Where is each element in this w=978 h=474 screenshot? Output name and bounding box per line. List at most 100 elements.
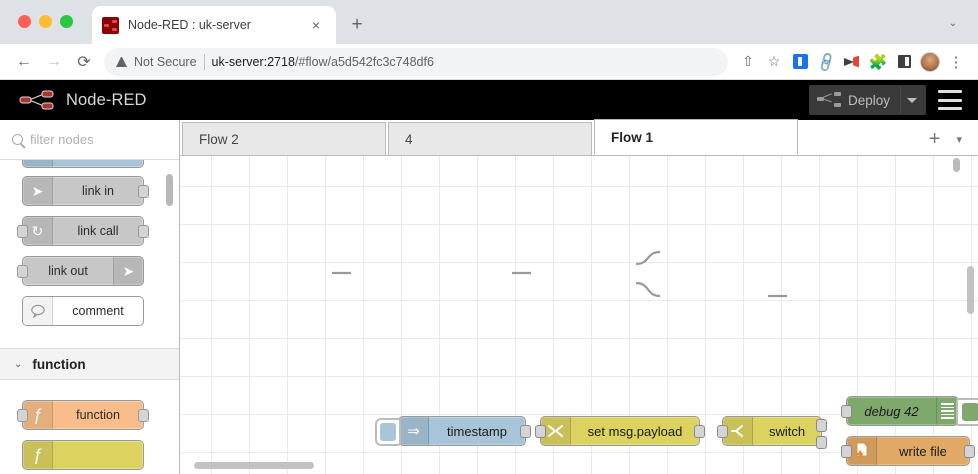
change-icon (541, 417, 571, 445)
input-port[interactable] (841, 445, 852, 458)
switch-icon: ƒ (23, 441, 53, 469)
browser-tab[interactable]: Node-RED : uk-server × (92, 6, 336, 44)
node-red-logo-icon (18, 89, 58, 111)
maximize-window-button[interactable] (60, 15, 73, 28)
not-secure-warning-icon (116, 56, 127, 67)
workspace: filter nodes ➤ link in ↻ link call (0, 119, 978, 474)
function-icon: ƒ (23, 401, 53, 429)
switch-icon (723, 417, 753, 445)
input-port[interactable] (841, 405, 852, 418)
palette-node-link-out[interactable]: ➤ link out (17, 256, 144, 286)
output-port[interactable] (964, 445, 975, 458)
share-icon[interactable]: ⇧ (742, 53, 754, 69)
input-port[interactable] (17, 225, 28, 238)
canvas-horizontal-scrollbar[interactable] (194, 462, 314, 469)
browser-menu-icon[interactable]: ⋮ (948, 53, 964, 71)
input-port[interactable] (17, 409, 28, 422)
output-port[interactable] (138, 409, 149, 422)
puzzle-icon[interactable]: 🧩 (868, 53, 888, 71)
input-port[interactable] (535, 425, 546, 438)
flow-node-set-msg-payload[interactable]: set msg.payload (535, 416, 705, 446)
output-port[interactable] (138, 225, 149, 238)
palette-filter-row[interactable]: filter nodes (0, 120, 179, 160)
flow-node-switch[interactable]: switch (717, 416, 827, 449)
output-port[interactable] (520, 425, 531, 438)
deploy-button[interactable]: Deploy (808, 85, 926, 115)
palette-category-label: function (32, 356, 86, 372)
palette-node-label: link out (48, 264, 88, 278)
debug-toggle-button[interactable] (956, 398, 978, 426)
flow-node-label: set msg.payload (587, 423, 683, 439)
new-tab-button[interactable]: + (351, 14, 363, 35)
deploy-dropdown-button[interactable] (900, 86, 922, 114)
flow-node-timestamp[interactable]: ⇒ timestamp (375, 416, 531, 446)
bookmark-icon[interactable]: ☆ (767, 53, 781, 69)
flow-canvas[interactable]: ⇒ timestamp set msg.payload switch (180, 156, 978, 474)
inject-icon: ⇒ (399, 417, 429, 445)
shield-icon[interactable] (788, 50, 812, 74)
main-menu-button[interactable] (938, 90, 962, 110)
output-port[interactable] (694, 425, 705, 438)
flow-tab-flow-1[interactable]: Flow 1 (594, 119, 798, 155)
node-red-favicon-icon (102, 16, 119, 34)
node-palette: filter nodes ➤ link in ↻ link call (0, 120, 180, 474)
search-icon (12, 134, 23, 145)
minimize-window-button[interactable] (39, 15, 52, 28)
reload-button[interactable]: ⟳ (77, 53, 91, 71)
node-red-header: Node-RED Deploy (0, 80, 978, 120)
output-port[interactable] (138, 185, 149, 198)
browser-toolbar: ← → ⟳ Not Secure uk-server:2718/#flow/a5… (0, 44, 978, 80)
square-icon[interactable] (892, 50, 916, 74)
palette-node-comment[interactable]: comment (22, 296, 144, 326)
output-port-1[interactable] (816, 419, 827, 432)
node-icon (23, 160, 53, 167)
close-icon[interactable]: × (311, 17, 321, 33)
flow-node-write-file[interactable]: write file (841, 436, 975, 466)
url-host: uk-server:2718 (211, 54, 295, 69)
flow-node-label: write file (899, 443, 947, 459)
flow-tab-4[interactable]: 4 (388, 122, 592, 155)
node-red-brand-label: Node-RED (66, 90, 147, 109)
input-port[interactable] (17, 265, 28, 278)
output-port-2[interactable] (816, 436, 827, 449)
flow-node-label: debug 42 (864, 403, 919, 419)
back-button[interactable]: ← (16, 52, 32, 70)
chevron-down-icon[interactable]: ⌄ (948, 17, 958, 29)
palette-node-clipped-switch[interactable]: ƒ (22, 440, 144, 470)
browser-tab-title: Node-RED : uk-server (128, 18, 251, 32)
palette-node-label: link call (77, 224, 119, 238)
add-flow-button[interactable]: + (928, 128, 941, 150)
canvas-vertical-scrollbar[interactable] (967, 266, 974, 314)
palette-node-clipped[interactable] (22, 160, 144, 168)
filter-nodes-input[interactable]: filter nodes (30, 132, 94, 147)
divider (203, 53, 205, 70)
palette-node-link-call[interactable]: ↻ link call (17, 216, 149, 246)
flow-node-label: switch (768, 423, 806, 439)
palette-node-label: link in (82, 184, 114, 198)
link-out-icon: ➤ (113, 257, 143, 285)
canvas-scrollbar-top[interactable] (953, 158, 960, 172)
palette-node-link-in[interactable]: ➤ link in (22, 176, 149, 206)
comment-icon (23, 297, 53, 325)
flow-node-debug-42[interactable]: debug 42 (841, 396, 978, 426)
browser-tabstrip: Node-RED : uk-server × + ⌄ (0, 0, 978, 44)
flow-editor-pane: Flow 2 4 Flow 1 + ▾ ⇒ timestamp (180, 119, 978, 474)
url-text: uk-server:2718/#flow/a5d542fc3c748df6 (212, 55, 434, 69)
forward-button[interactable]: → (46, 52, 62, 70)
inject-button[interactable] (375, 418, 401, 446)
palette-scrollbar[interactable] (166, 174, 173, 206)
megaphone-icon[interactable] (840, 50, 864, 74)
address-bar[interactable]: Not Secure uk-server:2718/#flow/a5d542fc… (104, 47, 728, 76)
link-icon[interactable]: 🔗 (814, 49, 838, 73)
avatar[interactable] (918, 50, 942, 74)
palette-node-function[interactable]: ƒ function (17, 400, 149, 430)
link-in-icon: ➤ (23, 177, 53, 205)
flow-menu-button[interactable]: ▾ (956, 134, 962, 146)
flow-tab-flow-2[interactable]: Flow 2 (182, 122, 386, 155)
input-port[interactable] (717, 425, 728, 438)
flow-node-label: timestamp (447, 423, 507, 439)
palette-category-function[interactable]: ⌄ function (0, 348, 179, 380)
close-window-button[interactable] (18, 15, 31, 28)
browser-chrome: Node-RED : uk-server × + ⌄ ← → ⟳ Not Sec… (0, 0, 978, 80)
window-traffic-lights (18, 15, 73, 28)
